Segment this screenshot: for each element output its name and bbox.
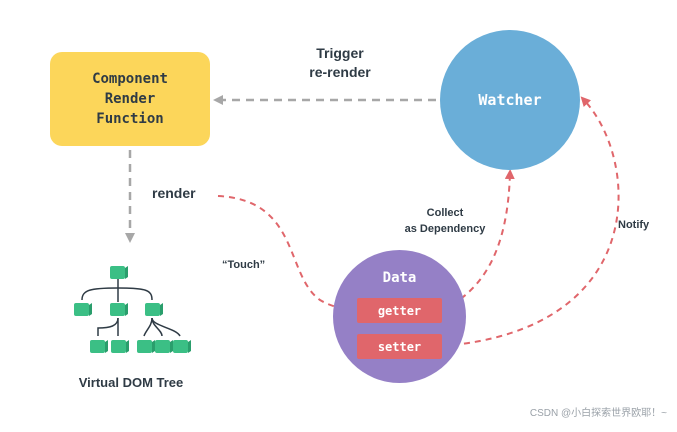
touch-label: “Touch” — [222, 259, 266, 271]
touch-arrow — [217, 195, 353, 314]
notify-arrow — [441, 96, 620, 347]
collect-dependency-label: Collect as Dependency — [404, 207, 486, 235]
getter-pill: getter — [357, 298, 442, 323]
trigger-rerender-label: Trigger re-render — [309, 45, 371, 80]
virtual-dom-tree-label: Virtual DOM Tree — [78, 375, 184, 390]
setter-pill: setter — [357, 334, 442, 359]
collect-dependency-arrow — [441, 169, 515, 311]
component-render-function-box: Component Render Function — [50, 52, 210, 146]
notify-label: Notify — [618, 219, 650, 231]
render-label: render — [152, 185, 196, 201]
virtual-dom-tree-icon — [74, 266, 191, 353]
data-node-title: Data — [382, 270, 417, 286]
watermark: CSDN @小白探索世界欧耶！~ — [529, 408, 667, 419]
watcher-node: Watcher — [440, 30, 580, 170]
